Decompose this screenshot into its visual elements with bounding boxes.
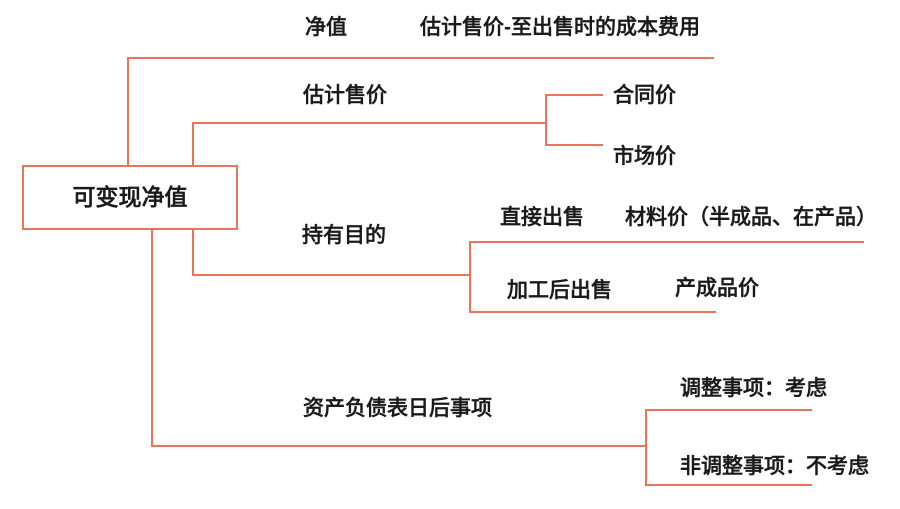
branch2-bracket-bottom-stub — [545, 144, 603, 146]
branch1-vertical-connector — [127, 57, 129, 167]
branch4-vertical-connector — [151, 230, 153, 447]
branch4-bracket-top-stub — [645, 409, 812, 411]
branch4-child-non-adjusting-events: 非调整事项：不考虑 — [680, 455, 869, 478]
branch2-child-contract-price: 合同价 — [613, 84, 676, 107]
branch3-label: 持有目的 — [302, 224, 386, 247]
branch3-vertical-connector — [192, 230, 194, 276]
branch4-label: 资产负债表日后事项 — [303, 397, 492, 420]
branch3-bracket-top-line — [469, 241, 864, 243]
branch3-case-direct-sale-label: 直接出售 — [500, 206, 584, 229]
branch4-bracket-vertical — [645, 409, 647, 486]
branch2-bracket-top-stub — [545, 94, 603, 96]
branch2-label: 估计售价 — [303, 84, 387, 107]
branch1-horizontal-connector — [127, 57, 714, 59]
branch4-bracket-bottom-stub — [645, 484, 812, 486]
root-node-label: 可变现净值 — [72, 184, 188, 210]
branch3-case-processed-sale-value: 产成品价 — [675, 277, 759, 300]
root-node-box: 可变现净值 — [22, 165, 238, 230]
branch3-case-direct-sale-value: 材料价（半成品、在产品） — [625, 206, 877, 229]
branch4-child-adjusting-events: 调整事项：考虑 — [680, 377, 827, 400]
branch2-vertical-connector — [192, 122, 194, 167]
branch4-horizontal-connector — [151, 445, 647, 447]
branch2-horizontal-connector — [192, 122, 547, 124]
branch2-child-market-price: 市场价 — [613, 145, 676, 168]
branch3-bracket-bottom-line — [469, 311, 716, 313]
branch1-label: 净值 — [305, 16, 347, 39]
branch2-bracket-vertical — [545, 94, 547, 146]
branch1-formula: 估计售价-至出售时的成本费用 — [420, 16, 700, 39]
branch3-bracket-vertical — [469, 241, 471, 313]
branch3-horizontal-connector — [192, 274, 471, 276]
branch3-case-processed-sale-label: 加工后出售 — [507, 279, 612, 302]
